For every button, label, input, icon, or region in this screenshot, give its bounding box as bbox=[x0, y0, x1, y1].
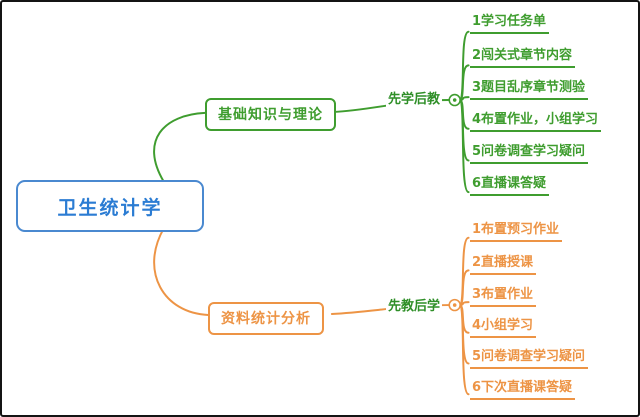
leaf-item[interactable]: 4小组学习 bbox=[470, 318, 537, 338]
leaf-item[interactable]: 4布置作业，小组学习 bbox=[470, 112, 602, 132]
leaf-item[interactable]: 2直播授课 bbox=[470, 255, 537, 275]
leaf-item[interactable]: 5问卷调查学习疑问 bbox=[470, 144, 589, 164]
branch-node-basics[interactable]: 基础知识与理论 bbox=[205, 98, 336, 131]
leaf-item[interactable]: 1布置预习作业 bbox=[470, 222, 563, 242]
mode-label-top: 先学后教 bbox=[386, 88, 443, 107]
root-node[interactable]: 卫生统计学 bbox=[16, 180, 204, 232]
leaf-item[interactable]: 1学习任务单 bbox=[470, 14, 550, 34]
branch-node-basics-label: 基础知识与理论 bbox=[218, 107, 323, 123]
branch-node-analysis-label: 资料统计分析 bbox=[221, 311, 311, 327]
branch-node-analysis[interactable]: 资料统计分析 bbox=[208, 302, 324, 335]
leaf-item[interactable]: 3题目乱序章节测验 bbox=[470, 80, 589, 100]
collapse-toggle-top[interactable] bbox=[448, 93, 461, 107]
collapse-toggle-bottom[interactable] bbox=[448, 298, 461, 312]
leaf-item[interactable]: 6直播课答疑 bbox=[470, 176, 550, 196]
leaf-item[interactable]: 5问卷调查学习疑问 bbox=[470, 349, 589, 369]
leaf-item[interactable]: 6下次直播课答疑 bbox=[470, 380, 576, 400]
root-node-label: 卫生统计学 bbox=[57, 196, 163, 219]
mode-label-bottom: 先教后学 bbox=[386, 295, 443, 314]
leaf-item[interactable]: 3布置作业 bbox=[470, 287, 537, 307]
leaf-item[interactable]: 2闯关式章节内容 bbox=[470, 48, 576, 68]
